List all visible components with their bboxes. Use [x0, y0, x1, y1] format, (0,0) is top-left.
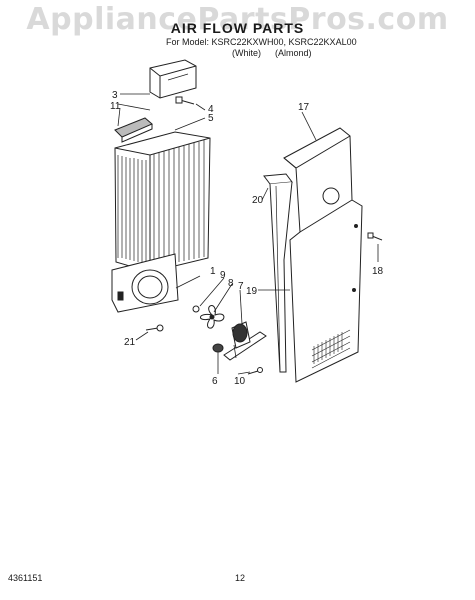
callout-5: 5 — [208, 113, 214, 124]
fan-shroud — [111, 253, 179, 313]
callout-1: 1 — [210, 266, 216, 277]
callout-4: 4 — [208, 104, 214, 115]
document-number: 4361151 — [8, 573, 43, 583]
fan-blade — [200, 305, 225, 329]
air-duct-housing — [114, 131, 211, 273]
cap-screw — [175, 96, 195, 105]
callout-9: 9 — [220, 270, 226, 281]
panel-screw — [367, 232, 383, 241]
model-line: For Model: KSRC22KXWH00, KSRC22KXAL00 — [166, 37, 357, 47]
fan-washer — [192, 305, 200, 313]
callout-6: 11 — [110, 101, 121, 112]
fan-motor — [223, 321, 267, 361]
callout-18: 18 — [372, 266, 384, 277]
damper — [114, 117, 153, 143]
variant-white: (White) — [232, 48, 261, 58]
watermark: AppliancePartsPros.com — [26, 2, 449, 37]
callout-17: 17 — [298, 102, 310, 113]
callout-11: 10 — [234, 376, 246, 387]
callout-3: 3 — [112, 90, 118, 101]
motor-grommet — [212, 343, 224, 353]
leader-lines — [117, 93, 379, 375]
side-bracket — [263, 173, 293, 373]
callout-10: 6 — [212, 376, 218, 387]
callout-8: 8 — [228, 278, 234, 289]
shroud-screw — [145, 324, 164, 332]
motor-screw — [247, 367, 263, 375]
callout-20: 20 — [252, 195, 264, 206]
callout-19: 19 — [246, 286, 258, 297]
page-number: 12 — [235, 573, 246, 583]
duct-cap — [149, 59, 197, 99]
variant-almond: (Almond) — [275, 48, 312, 58]
duct-cover-panel — [283, 127, 363, 383]
callout-labels: 3 11 4 5 1 9 8 7 19 21 6 10 17 18 20 — [110, 90, 384, 387]
callout-7: 7 — [238, 281, 244, 292]
page-title: AIR FLOW PARTS — [170, 20, 305, 36]
callout-21: 21 — [124, 337, 136, 348]
